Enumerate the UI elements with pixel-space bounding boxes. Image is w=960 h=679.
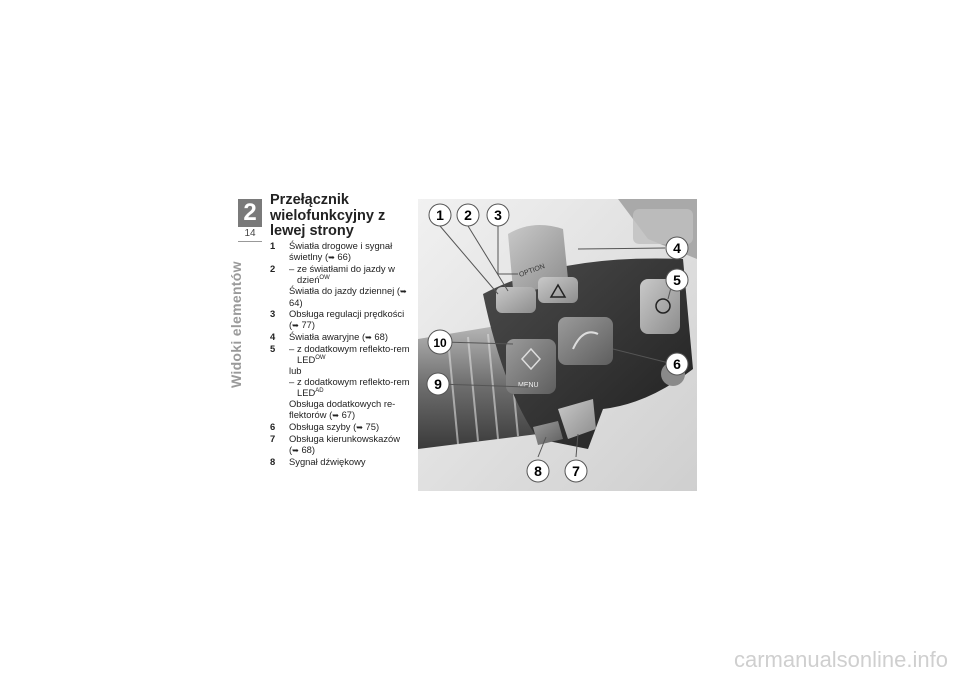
legend-item-1: 1 Światła drogowe i sygnał świetlny (➥ 6… xyxy=(270,240,393,262)
legend-number: 8 xyxy=(270,456,276,467)
legend-list: 1 Światła drogowe i sygnał świetlny (➥ 6… xyxy=(270,240,410,467)
condition-text: z dodatkowym reflekto-rem LED xyxy=(297,343,410,365)
windscreen-button[interactable] xyxy=(558,317,613,365)
section-title: Przełącznik wielofunkcyjny z lewej stron… xyxy=(270,192,386,239)
legend-number: 3 xyxy=(270,308,276,319)
legend-number: 2 xyxy=(270,263,276,274)
daytime-light-button[interactable] xyxy=(496,287,536,313)
option-code: OW xyxy=(319,274,330,281)
arrow-icon: ➥ xyxy=(292,321,299,330)
chapter-number-box: 2 xyxy=(238,199,262,227)
turn-signal-switch[interactable] xyxy=(558,399,596,439)
legend-text: Obsługa kierunkowskazów xyxy=(289,433,400,444)
callout-9: 9 xyxy=(426,372,450,396)
legend-number: 1 xyxy=(270,240,276,251)
page-ref[interactable]: 64 xyxy=(289,297,300,308)
switch-photo: OPTION MENU xyxy=(418,199,697,491)
legend-item-7: 7 Obsługa kierunkowskazów (➥ 68) xyxy=(270,433,400,455)
svg-text:1: 1 xyxy=(436,207,444,223)
svg-text:10: 10 xyxy=(433,336,447,350)
page-ref[interactable]: 67 xyxy=(341,409,352,420)
option-code: AD xyxy=(315,387,324,394)
page-ref[interactable]: 66 xyxy=(337,251,348,262)
page-number-divider xyxy=(238,241,262,242)
page-ref[interactable]: 68 xyxy=(301,444,312,455)
legend-text: Sygnał dźwiękowy xyxy=(289,456,366,467)
legend-text: Obsługa szyby xyxy=(289,421,351,432)
legend-item-8: 8 Sygnał dźwiękowy xyxy=(270,456,410,467)
menu-label: MENU xyxy=(518,382,539,389)
legend-item-3: 3 Obsługa regulacji prędkości (➥ 77) xyxy=(270,308,405,330)
option-code: OW xyxy=(315,354,326,361)
svg-text:9: 9 xyxy=(434,376,442,392)
callout-2: 2 xyxy=(456,203,480,227)
callout-3: 3 xyxy=(486,203,510,227)
page-ref[interactable]: 68 xyxy=(374,331,385,342)
callout-7: 7 xyxy=(564,459,588,483)
legend-number: 7 xyxy=(270,433,276,444)
arrow-icon: ➥ xyxy=(328,253,335,262)
legend-item-5: 5 –z dodatkowym reflekto-rem LEDOW lub –… xyxy=(270,343,410,420)
legend-text: Światła awaryjne xyxy=(289,331,360,342)
legend-text: Obsługa dodatkowych re-flektorów xyxy=(289,398,396,420)
svg-text:2: 2 xyxy=(464,207,472,223)
windscreen-icon xyxy=(572,331,599,350)
legend-number: 4 xyxy=(270,331,276,342)
arrow-icon: ➥ xyxy=(365,333,372,342)
page-ref[interactable]: 77 xyxy=(301,319,312,330)
svg-text:7: 7 xyxy=(572,463,580,479)
legend-text: Obsługa regulacji prędkości xyxy=(289,308,405,319)
callout-4: 4 xyxy=(665,236,689,260)
or-text: lub xyxy=(289,365,302,376)
section-side-label: Widoki elementów xyxy=(228,261,244,388)
legend-item-4: 4 Światła awaryjne (➥ 68) xyxy=(270,331,388,342)
page-ref[interactable]: 75 xyxy=(365,421,376,432)
page-number: 14 xyxy=(244,228,256,239)
fog-light-icon xyxy=(655,298,671,314)
arrow-icon: ➥ xyxy=(356,423,363,432)
legend-text: Światła drogowe i sygnał świetlny xyxy=(289,240,393,262)
legend-number: 5 xyxy=(270,343,276,354)
svg-text:4: 4 xyxy=(673,240,681,256)
svg-text:6: 6 xyxy=(673,356,681,372)
hazard-button[interactable] xyxy=(538,277,578,303)
watermark: carmanualsonline.info xyxy=(733,647,948,672)
horn-button[interactable] xyxy=(533,421,563,445)
callout-1: 1 xyxy=(428,203,452,227)
arrow-icon: ➥ xyxy=(400,287,407,296)
callout-10: 10 xyxy=(427,329,453,355)
condition-text: ze światłami do jazdy w dzień xyxy=(297,263,395,285)
arrow-icon: ➥ xyxy=(292,446,299,455)
condition-text: z dodatkowym reflekto-rem LED xyxy=(297,376,410,398)
svg-text:3: 3 xyxy=(494,207,502,223)
legend-item-2: 2 –ze światłami do jazdy w dzieńOW Świat… xyxy=(270,263,407,308)
arrow-icon: ➥ xyxy=(332,411,339,420)
svg-text:8: 8 xyxy=(534,463,542,479)
callout-8: 8 xyxy=(526,459,550,483)
legend-item-6: 6 Obsługa szyby (➥ 75) xyxy=(270,421,380,432)
legend-number: 6 xyxy=(270,421,276,432)
callout-5: 5 xyxy=(665,268,689,292)
svg-text:5: 5 xyxy=(673,272,681,288)
rocker-diamond-icon xyxy=(520,347,542,371)
high-beam-rocker[interactable] xyxy=(508,225,568,291)
hazard-icon xyxy=(549,283,567,298)
menu-rocker[interactable] xyxy=(506,339,556,394)
callout-6: 6 xyxy=(665,352,689,376)
legend-text: Światła do jazdy dziennej xyxy=(289,285,395,296)
